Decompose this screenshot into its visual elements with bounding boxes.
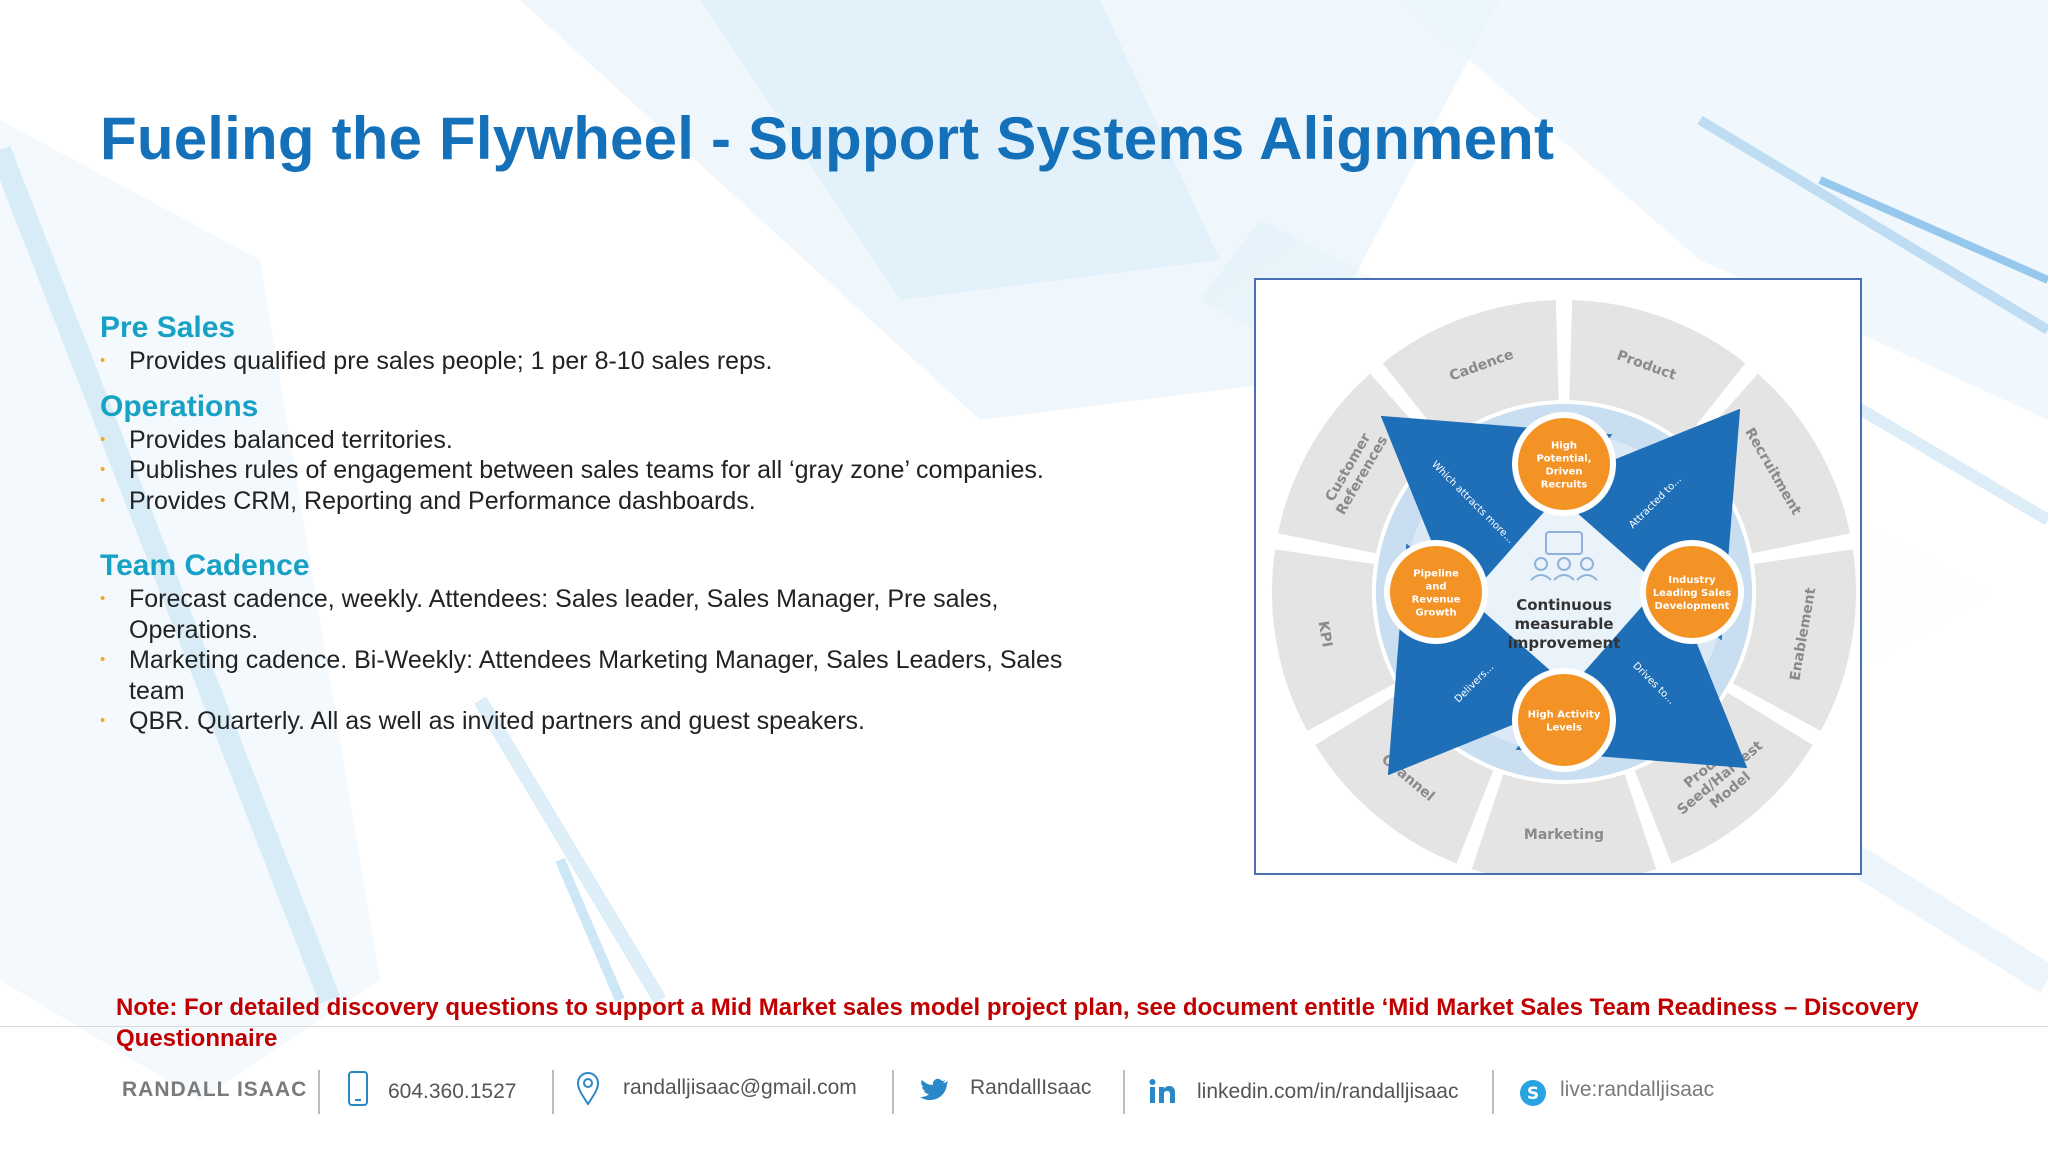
- flywheel-node: [1518, 674, 1610, 766]
- flywheel-node: [1646, 546, 1738, 638]
- ring-segment: [1569, 300, 1746, 442]
- email-link[interactable]: randalljisaac@gmail.com: [623, 1076, 857, 1099]
- center-line: Continuous: [1516, 596, 1612, 614]
- bullet-item: Provides balanced territories.: [100, 425, 1120, 456]
- skype-icon: S: [1520, 1080, 1546, 1106]
- ring-segment: [1382, 300, 1559, 442]
- section-heading: Operations: [100, 389, 259, 423]
- ring-segment-label: KPI: [1315, 620, 1335, 649]
- ring-segment: [1471, 774, 1657, 873]
- section-operations: Operations Provides balanced territories…: [100, 389, 1120, 517]
- discovery-note: Note: For detailed discovery questions t…: [116, 994, 1919, 1052]
- skype-handle: live:randalljisaac: [1560, 1078, 1715, 1101]
- footer-separator: [318, 1070, 320, 1114]
- footer-separator: [892, 1070, 894, 1114]
- flywheel-node: [1390, 546, 1482, 638]
- bullet-item: Marketing cadence. Bi-Weekly: Attendees …: [100, 645, 1120, 706]
- footer-separator: [1492, 1070, 1494, 1114]
- ring-segment-label: Marketing: [1524, 827, 1604, 843]
- linkedin-link[interactable]: linkedin.com/in/randalljisaac: [1197, 1080, 1459, 1103]
- ring-segment: [1272, 549, 1396, 731]
- flywheel-arrow: [1387, 543, 1581, 776]
- bullet-item: QBR. Quarterly. All as well as invited p…: [100, 706, 1120, 737]
- author-name: RANDALL ISAAC: [122, 1078, 308, 1101]
- content-column: Pre Sales Provides qualified pre sales p…: [100, 310, 1120, 749]
- section-heading: Pre Sales: [100, 311, 236, 344]
- footer-separator: [552, 1070, 554, 1114]
- page-title: Fueling the Flywheel - Support Systems A…: [100, 105, 1555, 172]
- bullet-list: Forecast cadence, weekly. Attendees: Sal…: [100, 584, 1120, 737]
- bullet-list: Provides qualified pre sales people; 1 p…: [100, 346, 1120, 377]
- section-heading: Team Cadence: [100, 549, 310, 582]
- people-icon: [1530, 531, 1598, 581]
- bullet-item: Publishes rules of engagement between sa…: [100, 455, 1120, 486]
- footer-divider: [0, 1026, 2048, 1027]
- ring-segment: [1732, 549, 1856, 731]
- bullet-item: Forecast cadence, weekly. Attendees: Sal…: [100, 584, 1120, 645]
- flywheel-arrow: [1547, 408, 1741, 641]
- center-label: Continuous measurable improvement: [1508, 531, 1621, 652]
- twitter-link[interactable]: RandallIsaac: [970, 1076, 1092, 1099]
- flywheel-node: [1518, 418, 1610, 510]
- bullet-list: Provides balanced territories. Publishes…: [100, 425, 1120, 517]
- flywheel-arrow: [1380, 415, 1613, 609]
- phone-icon: [348, 1071, 368, 1106]
- ring-segment: [1634, 692, 1813, 864]
- ring-segment: [1315, 692, 1494, 864]
- twitter-icon: [920, 1078, 948, 1100]
- svg-text:S: S: [1527, 1084, 1539, 1104]
- bullet-item: Provides CRM, Reporting and Performance …: [100, 486, 1120, 517]
- contact-footer: RANDALL ISAAC 604.360.1527 randalljisaac…: [0, 1064, 2048, 1124]
- center-line: improvement: [1508, 634, 1621, 652]
- footer-separator: [1123, 1070, 1125, 1114]
- section-pre-sales: Pre Sales Provides qualified pre sales p…: [100, 310, 1120, 377]
- flywheel-arrow: [1515, 575, 1748, 769]
- location-pin-icon: [576, 1072, 600, 1106]
- linkedin-icon: [1149, 1079, 1175, 1103]
- center-line: measurable: [1514, 615, 1613, 633]
- section-team-cadence: Team Cadence Forecast cadence, weekly. A…: [100, 548, 1120, 737]
- phone-number: 604.360.1527: [388, 1080, 517, 1103]
- bullet-item: Provides qualified pre sales people; 1 p…: [100, 346, 1120, 377]
